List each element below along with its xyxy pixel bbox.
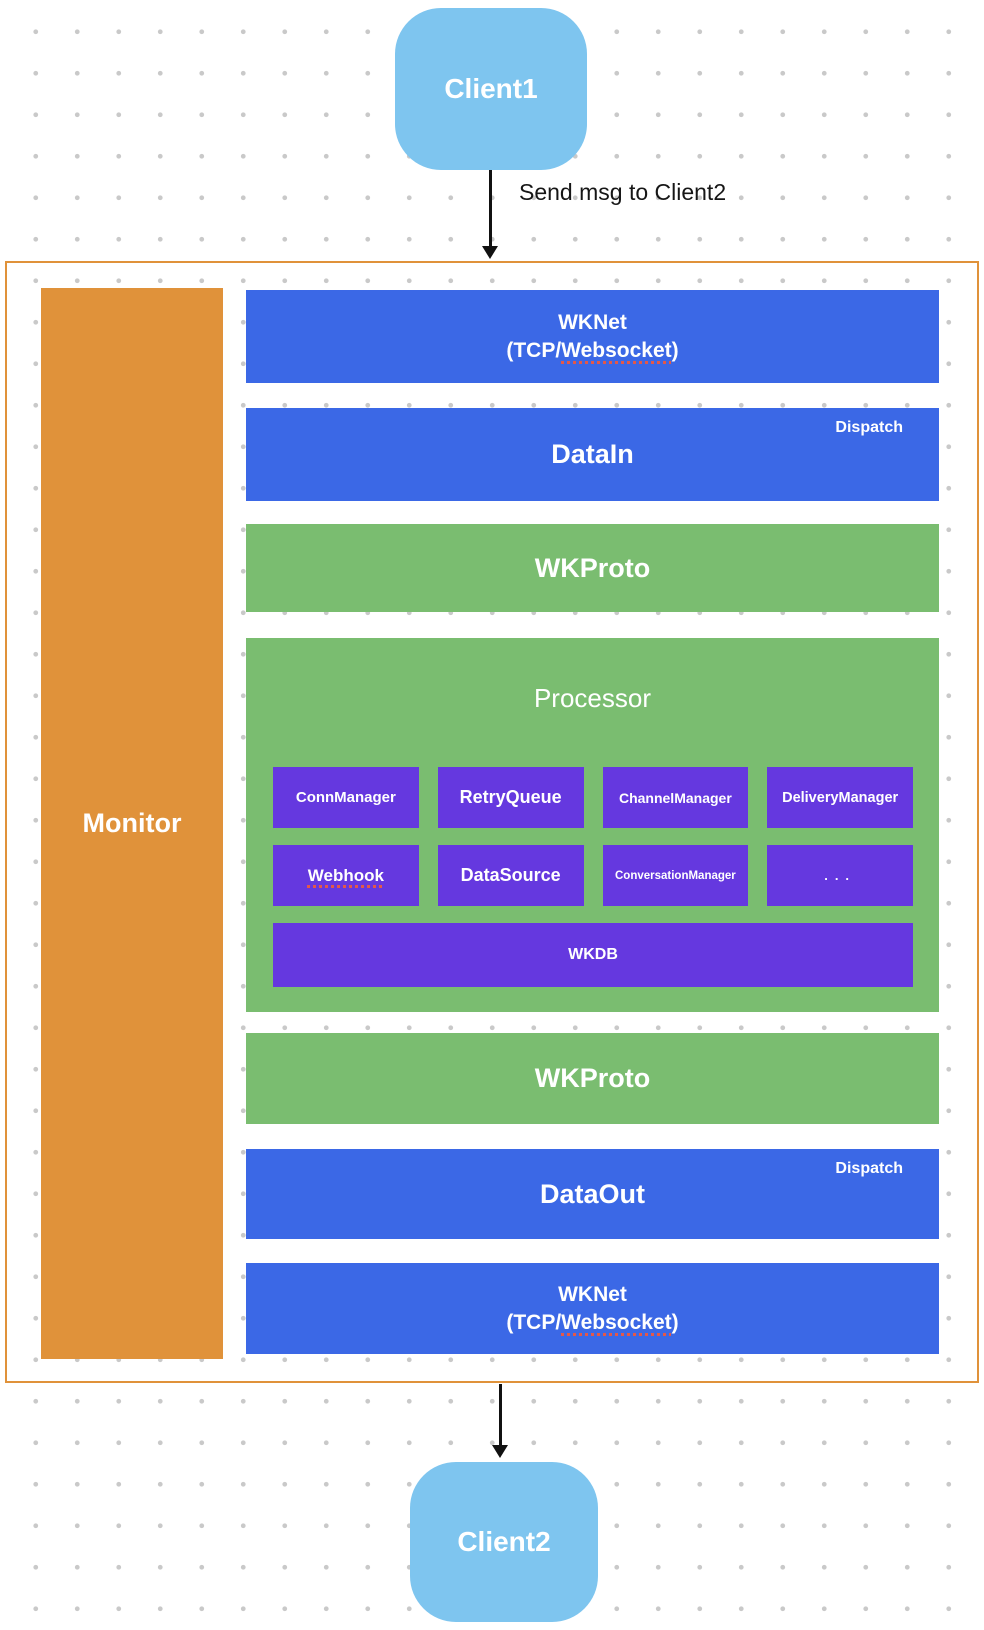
datain-node[interactable]: Dispatch DataIn: [246, 408, 939, 501]
server-container-frame[interactable]: [5, 261, 979, 1383]
wknet-websocket-text: Websocket: [561, 338, 672, 362]
module-retryqueue-label: RetryQueue: [459, 787, 562, 807]
wknet-line2: (TCP/Websocket): [506, 337, 678, 365]
wkproto-bottom-node[interactable]: WKProto: [246, 1033, 939, 1124]
module-deliverymanager-label: DeliveryManager: [782, 789, 899, 806]
processor-title: Processor: [533, 683, 652, 713]
module-ellipsis-node[interactable]: ...: [767, 845, 913, 906]
module-ellipsis-label: ...: [824, 868, 857, 883]
client2-label: Client2: [457, 1526, 551, 1557]
wknet-bottom-paren-close: ): [671, 1310, 679, 1334]
module-conversationmanager-node[interactable]: ConversationManager: [602, 845, 749, 906]
client1-label: Client1: [444, 73, 538, 104]
wkproto-top-node[interactable]: WKProto: [246, 524, 939, 612]
arrow-head-down-icon: [492, 1445, 508, 1458]
dataout-node[interactable]: Dispatch DataOut: [246, 1149, 939, 1239]
wkproto-top-label: WKProto: [534, 552, 651, 583]
module-webhook-label: Webhook: [307, 865, 384, 885]
module-datasource-label: DataSource: [460, 865, 561, 885]
module-connmanager-label: ConnManager: [295, 789, 396, 806]
module-datasource-node[interactable]: DataSource: [437, 845, 584, 906]
module-retryqueue-node[interactable]: RetryQueue: [437, 767, 584, 828]
arrow-server-to-client2[interactable]: [499, 1384, 502, 1446]
datain-label: DataIn: [551, 439, 634, 469]
wknet-paren-close: ): [671, 338, 679, 362]
monitor-node[interactable]: Monitor: [41, 288, 223, 1359]
processor-node[interactable]: Processor ConnManager RetryQueue Channel…: [246, 638, 939, 1012]
module-connmanager-node[interactable]: ConnManager: [273, 767, 419, 828]
processor-module-grid: ConnManager RetryQueue ChannelManager De…: [273, 767, 913, 906]
module-channelmanager-label: ChannelManager: [618, 789, 732, 806]
wknet-name: WKNet: [558, 310, 627, 334]
wknet-bottom-node[interactable]: WKNet (TCP/Websocket): [246, 1263, 939, 1354]
wknet-bottom-line2: (TCP/Websocket): [506, 1309, 678, 1337]
client2-node[interactable]: Client2: [410, 1462, 598, 1622]
wkproto-bottom-label: WKProto: [534, 1063, 651, 1093]
arrow-head-down-icon: [482, 246, 498, 259]
edge-label-send-msg: Send msg to Client2: [519, 179, 727, 205]
module-deliverymanager-node[interactable]: DeliveryManager: [767, 767, 913, 828]
module-webhook-node[interactable]: Webhook: [273, 845, 419, 906]
wknet-bottom-paren-open: (TCP/: [506, 1310, 562, 1334]
wknet-top-node[interactable]: WKNet (TCP/Websocket): [246, 290, 939, 383]
client1-node[interactable]: Client1: [395, 8, 587, 170]
arrow-client1-to-server[interactable]: [489, 170, 492, 247]
dataout-dispatch-badge: Dispatch: [835, 1160, 903, 1177]
wknet-line1: WKNet: [558, 309, 627, 337]
wknet-bottom-name: WKNet: [558, 1282, 627, 1306]
datain-dispatch-badge: Dispatch: [835, 419, 903, 436]
wknet-bottom-websocket-text: Websocket: [561, 1310, 672, 1334]
module-conversationmanager-label: ConversationManager: [614, 869, 736, 882]
wkdb-label: WKDB: [568, 946, 618, 963]
monitor-label: Monitor: [82, 808, 182, 838]
wkdb-node[interactable]: WKDB: [273, 923, 913, 987]
module-channelmanager-node[interactable]: ChannelManager: [602, 767, 749, 828]
wknet-paren-open: (TCP/: [506, 338, 562, 362]
wknet-bottom-line1: WKNet: [558, 1281, 627, 1309]
dataout-label: DataOut: [539, 1178, 645, 1209]
